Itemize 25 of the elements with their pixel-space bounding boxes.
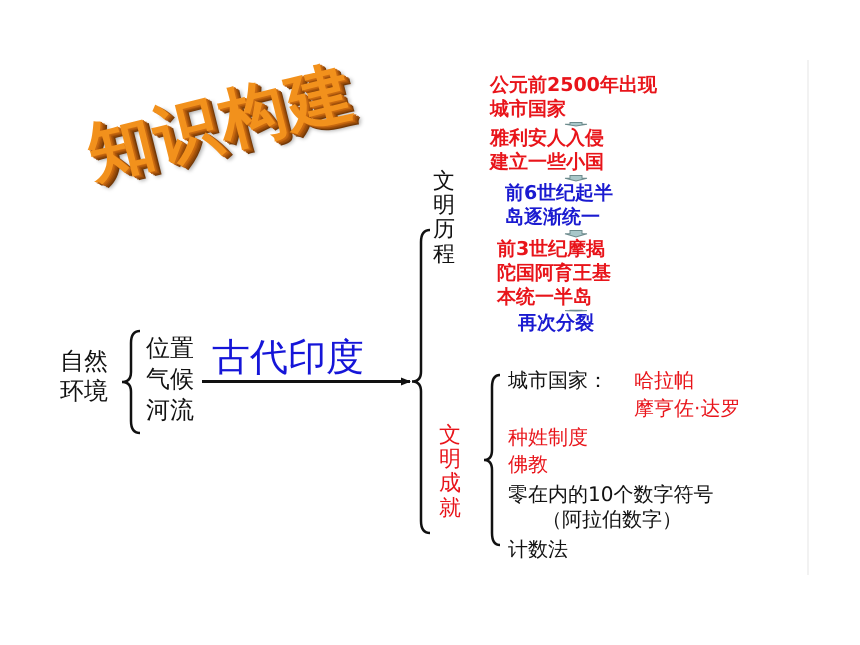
- text-item: 气候: [146, 364, 206, 394]
- text-item: 城市国家：: [508, 368, 628, 393]
- flow-step: 公元前2500年出现城市国家: [490, 74, 668, 122]
- text-item: 零在内的10个数字符号（阿拉伯数字）: [508, 482, 748, 532]
- flow-step: 前3世纪摩揭陀国阿育王基本统一半岛: [497, 238, 618, 310]
- text-item: 自然环境: [60, 346, 112, 406]
- vertical-heading: 文明历程: [433, 170, 455, 267]
- text-item: 河流: [146, 395, 206, 425]
- text-item: 佛教: [508, 452, 568, 477]
- flow-step: 再次分裂: [518, 312, 628, 336]
- edge-label: 古代印度: [212, 334, 364, 380]
- block-arrow: [564, 230, 588, 238]
- curly-brace: [410, 228, 430, 535]
- text-item: 摩亨佐·达罗: [634, 396, 784, 421]
- text-item: 位置: [146, 333, 206, 363]
- block-arrow: [564, 122, 588, 126]
- title: 知识构建: [78, 51, 363, 195]
- text-item: 计数法: [508, 537, 588, 562]
- flow-step: 雅利安人入侵建立一些小国: [490, 127, 616, 174]
- flow-step: 前6世纪起半岛逐渐统一: [505, 182, 624, 230]
- vertical-heading: 文明成就: [439, 424, 461, 521]
- block-arrow: [564, 175, 588, 182]
- arrow: [202, 378, 411, 386]
- text-item: 种姓制度: [508, 425, 618, 450]
- text-item: 哈拉帕: [634, 368, 714, 393]
